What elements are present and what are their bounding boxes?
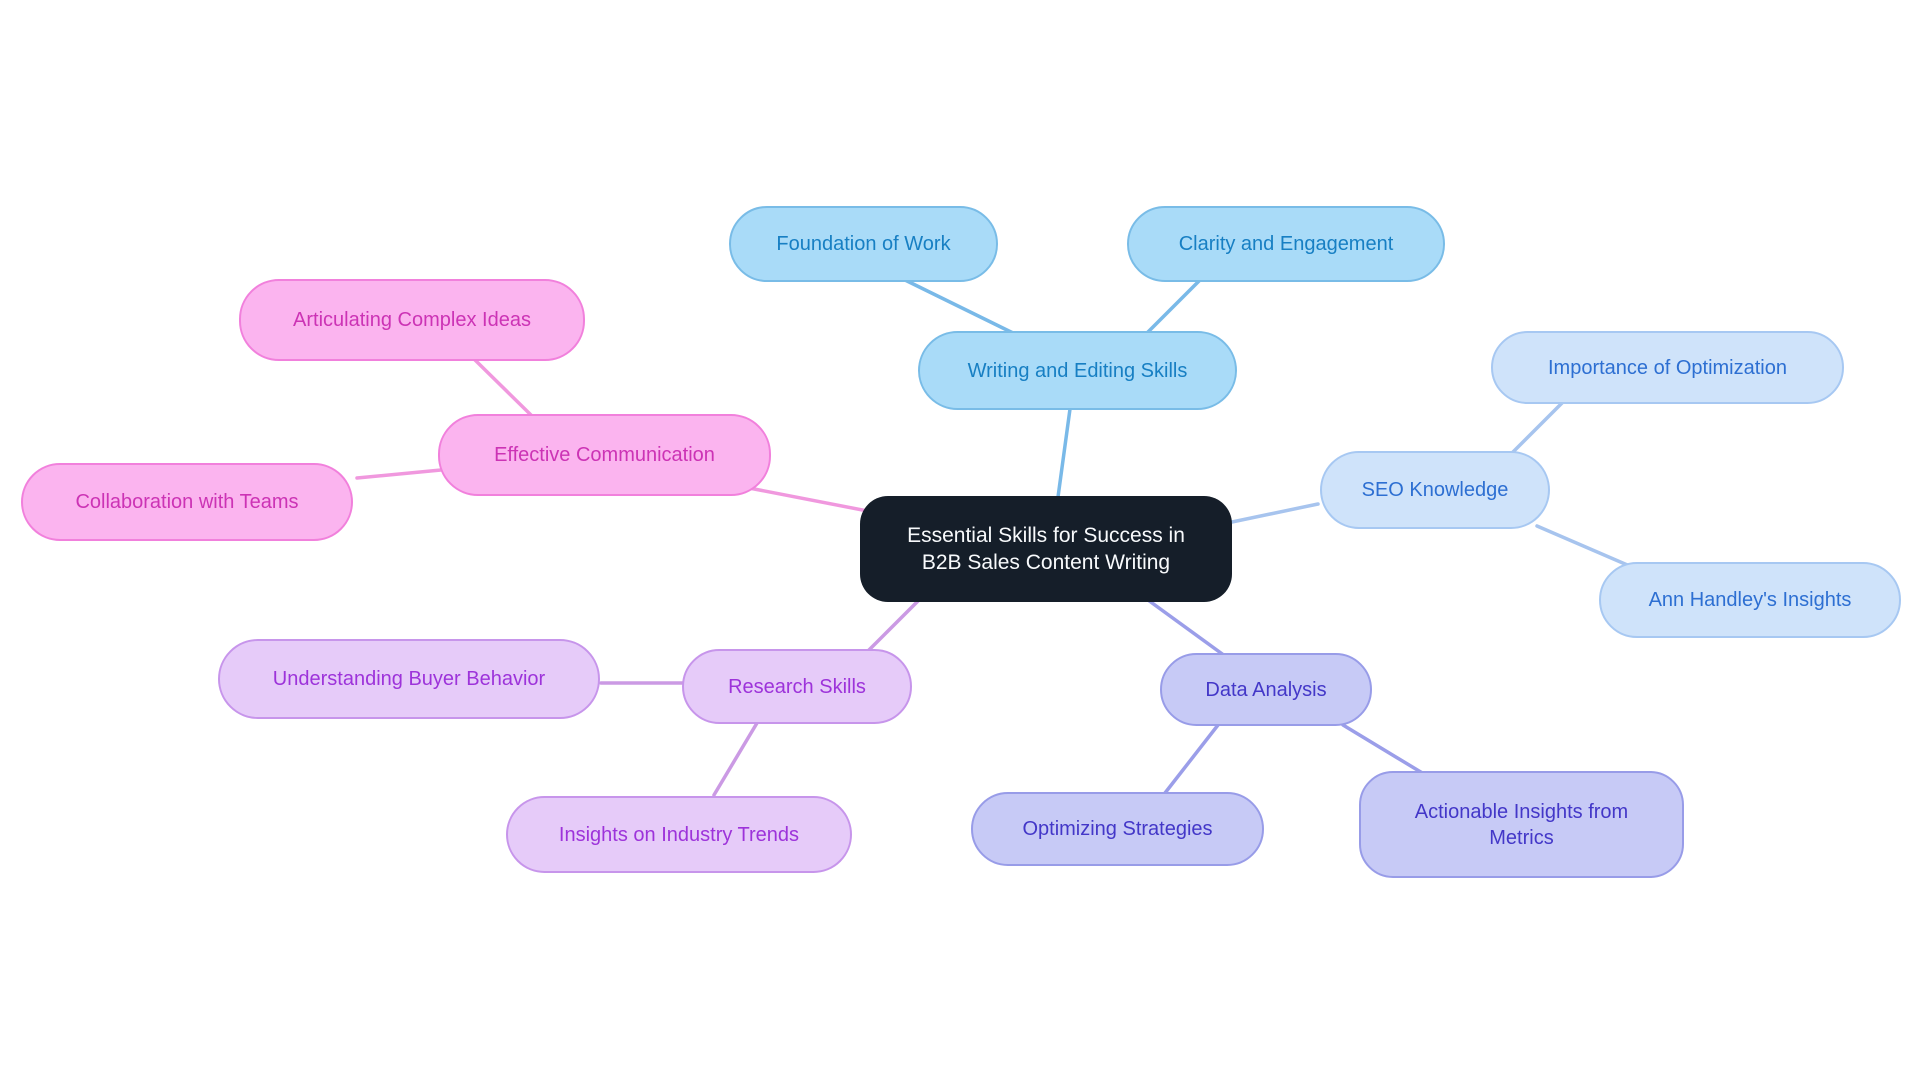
edge-research-trends [712,721,759,797]
edge-root-writing [1056,407,1072,499]
mindmap-node-optimizing-strategies[interactable]: Optimizing Strategies [971,792,1264,866]
edge-writing-clarity [1146,278,1202,334]
mindmap-node-effective-communication[interactable]: Effective Communication [438,414,771,496]
edge-seo-annhandley [1535,524,1634,569]
mindmap-node-data-analysis[interactable]: Data Analysis [1160,653,1372,726]
mindmap-node-foundation-of-work[interactable]: Foundation of Work [729,206,998,282]
mindmap-node-clarity-and-engagement[interactable]: Clarity and Engagement [1127,206,1445,282]
mindmap-node-root[interactable]: Essential Skills for Success in B2B Sale… [860,496,1232,602]
edge-comm-articulating [472,357,533,417]
mindmap-node-collaboration-with-teams[interactable]: Collaboration with Teams [21,463,353,541]
edge-data-actionable [1341,723,1426,776]
mindmap-node-articulating-complex-ideas[interactable]: Articulating Complex Ideas [239,279,585,361]
mindmap-node-understanding-buyer-behavior[interactable]: Understanding Buyer Behavior [218,639,600,719]
mindmap-node-research-skills[interactable]: Research Skills [682,649,912,724]
edge-seo-importance [1511,401,1564,454]
mindmap-node-importance-of-optimization[interactable]: Importance of Optimization [1491,331,1844,404]
mindmap-node-actionable-insights-from-metrics[interactable]: Actionable Insights from Metrics [1359,771,1684,878]
edge-data-optimizing [1163,723,1220,795]
edge-root-seo [1230,502,1320,524]
mindmap-node-ann-handleys-insights[interactable]: Ann Handley's Insights [1599,562,1901,638]
edge-root-research [866,599,920,653]
edge-comm-collaboration [355,468,443,480]
edge-root-communication [747,486,880,515]
mindmap-node-seo-knowledge[interactable]: SEO Knowledge [1320,451,1550,529]
edge-root-data [1146,598,1227,658]
mindmap-node-writing-and-editing-skills[interactable]: Writing and Editing Skills [918,331,1237,410]
mindmap-node-insights-on-industry-trends[interactable]: Insights on Industry Trends [506,796,852,873]
edge-writing-foundation [901,277,1015,335]
